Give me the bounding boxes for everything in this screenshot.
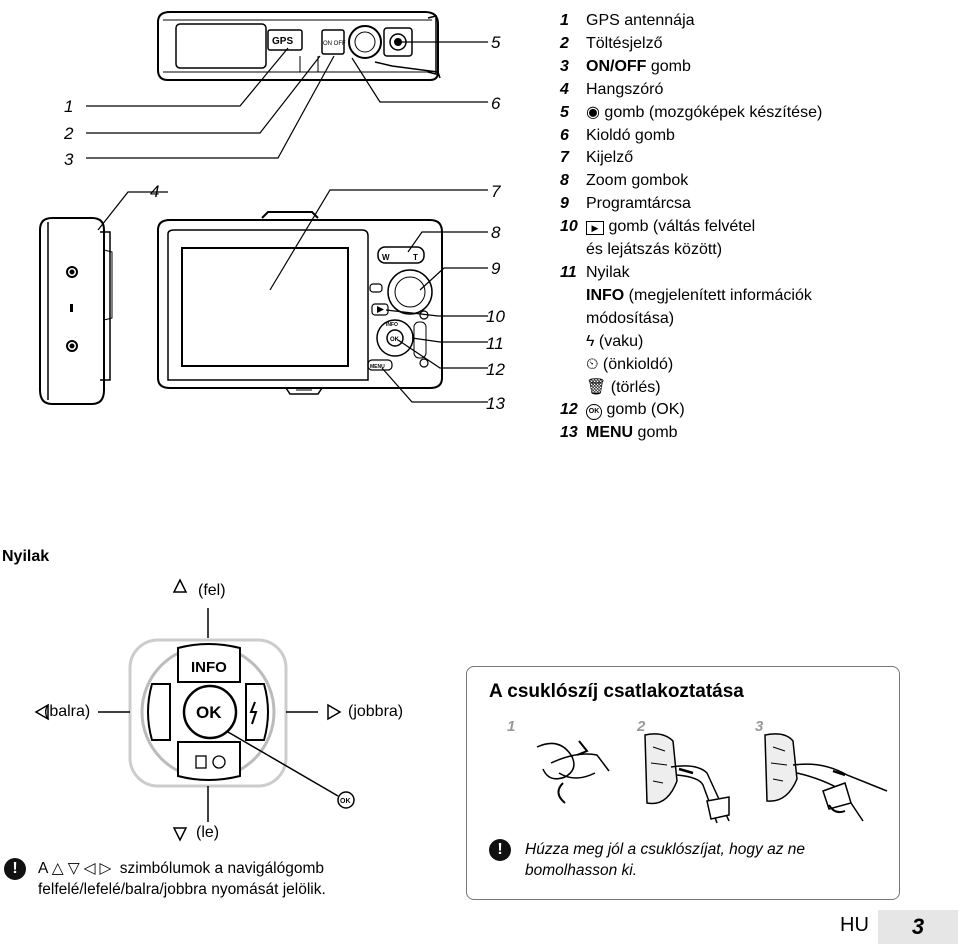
arrow-pad bbox=[34, 578, 355, 842]
callout-13: 13 bbox=[486, 394, 505, 413]
strap-note: Húzza meg jól a csuklószíjat, hogy az ne… bbox=[525, 841, 805, 879]
strap-attach-box: A csuklószíj csatlakoztatása 1 2 3 bbox=[466, 666, 900, 900]
page-footer: HU 3 bbox=[840, 910, 958, 944]
strap-step-3: 3 bbox=[755, 718, 764, 735]
legend-item-10: 10▶ gomb (váltás felvétel bbox=[560, 218, 756, 236]
trash-icon: 🗑 bbox=[586, 378, 607, 396]
callout-7: 7 bbox=[491, 182, 501, 201]
callout-5: 5 bbox=[491, 33, 501, 52]
language-code: HU bbox=[840, 914, 869, 936]
arrows-section-title: Nyilak bbox=[2, 548, 50, 565]
movie-record-icon: ◉ bbox=[586, 103, 600, 121]
ok-callout-label: OK bbox=[340, 798, 351, 805]
pad-ok-label: OK bbox=[196, 703, 222, 722]
legend-item-11-flash: ϟ (vaku) bbox=[586, 332, 644, 350]
flash-icon: ϟ bbox=[586, 332, 595, 350]
callout-12: 12 bbox=[486, 360, 505, 379]
navigation-note: A △▽◁▷ szimbólumok a navigálógomb felfel… bbox=[38, 860, 326, 898]
legend-item-5: 5◉ gomb (mozgóképek készítése) bbox=[560, 103, 823, 121]
direction-symbols-icon: △▽◁▷ bbox=[51, 860, 116, 877]
camera-side-view bbox=[39, 217, 113, 405]
camera-top-view bbox=[157, 11, 441, 81]
camera-back-view bbox=[157, 211, 443, 395]
arrow-up-label: (fel) bbox=[198, 582, 226, 599]
callout-6: 6 bbox=[491, 94, 501, 113]
leader-lines bbox=[86, 41, 488, 403]
zoom-tele-label: T bbox=[413, 253, 418, 262]
arrow-left-label: (balra) bbox=[44, 703, 91, 720]
callout-2: 2 bbox=[63, 124, 74, 143]
strap-step-1: 1 bbox=[507, 718, 515, 735]
strap-step-2: 2 bbox=[636, 718, 646, 735]
pad-info-label: INFO bbox=[191, 659, 227, 676]
strap-title: A csuklószíj csatlakoztatása bbox=[489, 681, 744, 702]
ok-icon: OK bbox=[586, 404, 602, 421]
gps-label: GPS bbox=[272, 36, 293, 47]
legend-item-11-info: INFO (megjelenített információk bbox=[586, 286, 812, 304]
back-info-label: INFO bbox=[386, 322, 398, 328]
page-number: 3 bbox=[878, 910, 958, 944]
self-timer-icon: ⏲ bbox=[586, 355, 599, 373]
strap-illustrations: 1 2 3 bbox=[507, 718, 888, 824]
legend-item-10-cont: és lejátszás között) bbox=[586, 241, 723, 259]
legend-item-11-timer: ⏲ (önkioldó) bbox=[586, 355, 674, 373]
on-off-label: ON OFF bbox=[323, 41, 346, 47]
callout-3: 3 bbox=[64, 150, 74, 169]
zoom-wide-label: W bbox=[382, 253, 390, 262]
callout-8: 8 bbox=[491, 223, 501, 242]
warning-icon: ! bbox=[4, 858, 26, 880]
back-menu-label: MENU bbox=[370, 364, 385, 370]
legend-item-11-info-cont: módosítása) bbox=[586, 309, 675, 327]
callout-10: 10 bbox=[486, 307, 505, 326]
callout-11: 11 bbox=[486, 334, 504, 353]
callout-9: 9 bbox=[491, 259, 501, 278]
playback-icon: ▶ bbox=[586, 221, 604, 236]
callout-1: 1 bbox=[64, 97, 73, 116]
arrow-right-label: (jobbra) bbox=[348, 703, 404, 720]
callout-4: 4 bbox=[150, 182, 159, 201]
legend-item-11-trash: 🗑 (törlés) bbox=[586, 378, 661, 396]
back-ok-label: OK bbox=[390, 337, 400, 343]
arrow-down-label: (le) bbox=[196, 824, 220, 841]
strap-warning-icon: ! bbox=[489, 839, 511, 861]
